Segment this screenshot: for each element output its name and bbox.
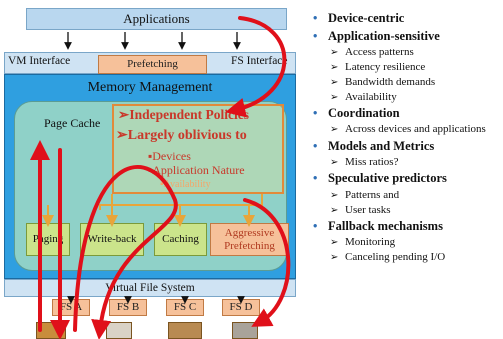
- diagram-arrows: [30, 16, 291, 339]
- policy-callout: [112, 104, 284, 194]
- sub-across-devices: ➢Across devices and applications: [330, 122, 486, 135]
- bullet-application-sensitive: •Application-sensitive: [313, 28, 440, 43]
- memory-management-title: Memory Management: [87, 80, 213, 95]
- policy-devices: ▪Devices: [148, 149, 191, 163]
- bullet-models-metrics: •Models and Metrics: [313, 138, 435, 153]
- policy-availability: ▪Availability: [160, 179, 211, 190]
- apps-to-interface-arrows: [64, 32, 241, 50]
- write-back-box: Write-back: [80, 223, 144, 256]
- sub-bandwidth-demands: ➢Bandwidth demands: [330, 76, 436, 88]
- bullet-list: •Device-centric •Application-sensitive ➢…: [313, 10, 501, 265]
- policy-independent: ➢Independent Policies: [118, 107, 249, 122]
- policy-oblivious: ➢Largely oblivious to: [116, 128, 247, 143]
- fs-interface-label: FS Interface: [231, 55, 288, 67]
- caching-box: Caching: [154, 223, 207, 256]
- aggressive-prefetching-box: Aggressive Prefetching: [210, 223, 289, 256]
- paging-box: Paging: [26, 223, 70, 256]
- sub-monitoring: ➢Monitoring: [330, 236, 396, 248]
- sub-patterns-and: ➢Patterns and: [330, 188, 400, 201]
- policy-connector-lines: [42, 194, 263, 227]
- vfs-to-fs-arrows: [67, 296, 245, 304]
- applications-box: Applications: [26, 8, 287, 30]
- red-flow-arrows: [30, 16, 291, 339]
- fs-c-box: FS C: [166, 299, 204, 316]
- page-cache-title: Page Cache: [44, 116, 101, 130]
- sub-availability: ➢Availability: [330, 91, 397, 103]
- sub-canceling-pending-io: ➢Canceling pending I/O: [330, 251, 446, 263]
- bullet-speculative-predictors: •Speculative predictors: [313, 171, 447, 185]
- vm-interface-label: VM Interface: [8, 55, 71, 67]
- bullet-device-centric: •Device-centric: [313, 11, 405, 25]
- sub-latency-resilience: ➢Latency resilience: [330, 61, 426, 73]
- bullet-coordination: •Coordination: [313, 106, 400, 120]
- sub-user-tasks: ➢User tasks: [330, 203, 391, 216]
- bullet-fallback-mechanisms: •Fallback mechanisms: [313, 218, 443, 233]
- fs-b-box: FS B: [109, 299, 147, 316]
- sub-access-patterns: ➢Access patterns: [330, 46, 414, 58]
- sub-miss-ratios: ➢Miss ratios?: [330, 156, 399, 168]
- prefetching-box: Prefetching: [98, 55, 207, 74]
